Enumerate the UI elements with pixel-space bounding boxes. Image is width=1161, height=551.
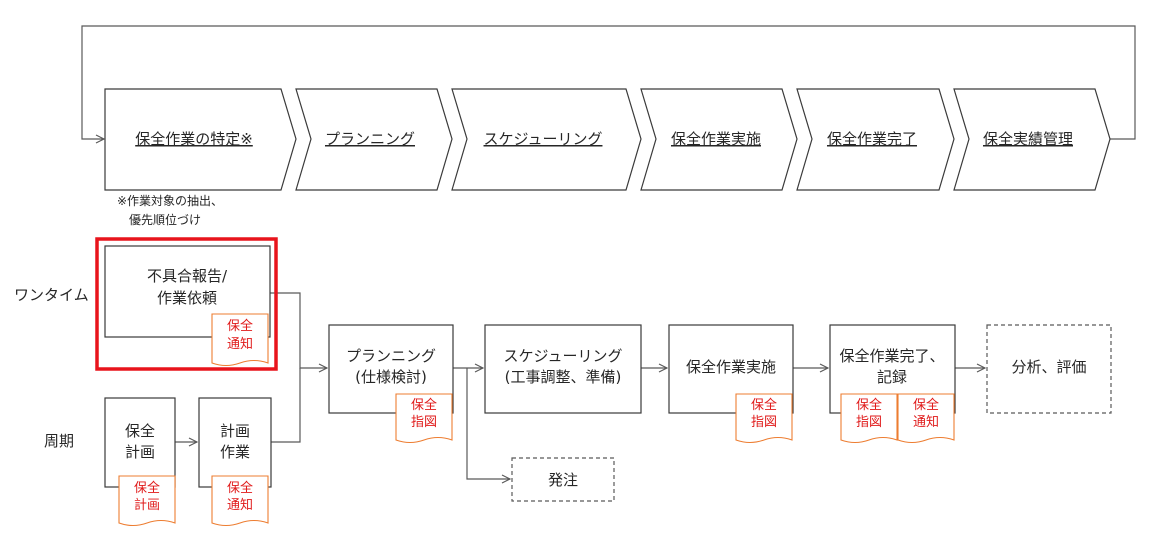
svg-text:保全: 保全	[227, 480, 253, 496]
svg-text:保全: 保全	[134, 480, 160, 496]
svg-text:(仕様検討): (仕様検討)	[355, 368, 427, 386]
process-step-scheduling: スケジューリング	[451, 88, 642, 191]
svg-text:スケジューリング: スケジューリング	[504, 347, 623, 365]
doc-instruction-planning: 保全 指図	[395, 393, 453, 444]
svg-text:保全: 保全	[856, 397, 882, 413]
process-step-completion: 保全作業完了	[796, 88, 955, 191]
svg-text:作業: 作業	[220, 443, 250, 461]
svg-text:指図: 指図	[411, 415, 437, 430]
process-step-label: 保全作業実施	[671, 130, 761, 148]
doc-notice-completion: 保全 通知	[897, 393, 955, 444]
svg-text:計画: 計画	[134, 497, 160, 513]
process-step-planning: プランニング	[295, 88, 453, 191]
svg-text:計画: 計画	[125, 443, 155, 461]
svg-text:計画: 計画	[220, 422, 250, 440]
analysis-box: 分析、評価	[986, 324, 1112, 414]
doc-plan: 保全 計画	[118, 475, 176, 527]
process-step-label: 保全実績管理	[983, 130, 1073, 148]
svg-text:通知: 通知	[913, 414, 939, 430]
scheduling-box: スケジューリング (工事調整、準備)	[484, 324, 642, 414]
svg-text:記録: 記録	[877, 368, 907, 386]
row-label-onetime: ワンタイム	[14, 286, 89, 304]
process-step-label: スケジューリング	[484, 130, 603, 148]
doc-notice-defect: 保全 通知	[211, 313, 269, 367]
highlight-frame	[95, 237, 278, 371]
process-step-records: 保全実績管理	[953, 88, 1111, 191]
process-step-identify: 保全作業の特定※	[104, 88, 297, 191]
svg-text:保全: 保全	[411, 397, 437, 413]
svg-text:保全作業完了、: 保全作業完了、	[839, 347, 944, 365]
svg-text:プランニング: プランニング	[346, 347, 436, 365]
svg-text:(工事調整、準備): (工事調整、準備)	[505, 368, 622, 386]
process-step-label: プランニング	[325, 130, 415, 148]
svg-text:不具合報告/: 不具合報告/	[147, 267, 228, 285]
svg-text:発注: 発注	[548, 471, 578, 489]
svg-text:作業依頼: 作業依頼	[157, 289, 217, 307]
order-box: 発注	[511, 457, 615, 502]
svg-text:通知: 通知	[227, 497, 253, 513]
svg-text:指図: 指図	[856, 415, 882, 430]
connector-planning-to-order	[466, 368, 510, 479]
doc-instruction-execution: 保全 指図	[735, 393, 793, 444]
svg-text:通知: 通知	[227, 336, 253, 352]
svg-text:保全: 保全	[227, 318, 253, 334]
maintenance-plan-box: 保全 計画	[104, 397, 176, 488]
svg-text:保全: 保全	[125, 422, 155, 440]
feedback-loop-arrow	[81, 25, 1136, 139]
svg-text:指図: 指図	[751, 415, 777, 430]
process-step-label: 保全作業完了	[827, 130, 917, 148]
svg-text:保全: 保全	[913, 397, 939, 413]
svg-text:分析、評価: 分析、評価	[1011, 358, 1086, 376]
row-label-periodic: 周期	[44, 432, 74, 450]
footnote-line2: 優先順位づけ	[129, 212, 201, 227]
doc-notice-planned: 保全 通知	[211, 475, 269, 527]
process-step-label: 保全作業の特定※	[135, 130, 253, 148]
connector-plan-work-to-planning	[271, 368, 301, 443]
svg-text:保全: 保全	[751, 397, 777, 413]
connector-defect-to-planning	[270, 292, 327, 368]
svg-text:保全作業実施: 保全作業実施	[686, 358, 776, 376]
defect-report-box: 不具合報告/ 作業依頼	[104, 245, 271, 338]
doc-instruction-completion: 保全 指図	[840, 393, 898, 444]
planned-work-box: 計画 作業	[198, 397, 272, 488]
footnote-line1: ※作業対象の抽出、	[117, 194, 223, 208]
process-step-execution: 保全作業実施	[640, 88, 798, 191]
